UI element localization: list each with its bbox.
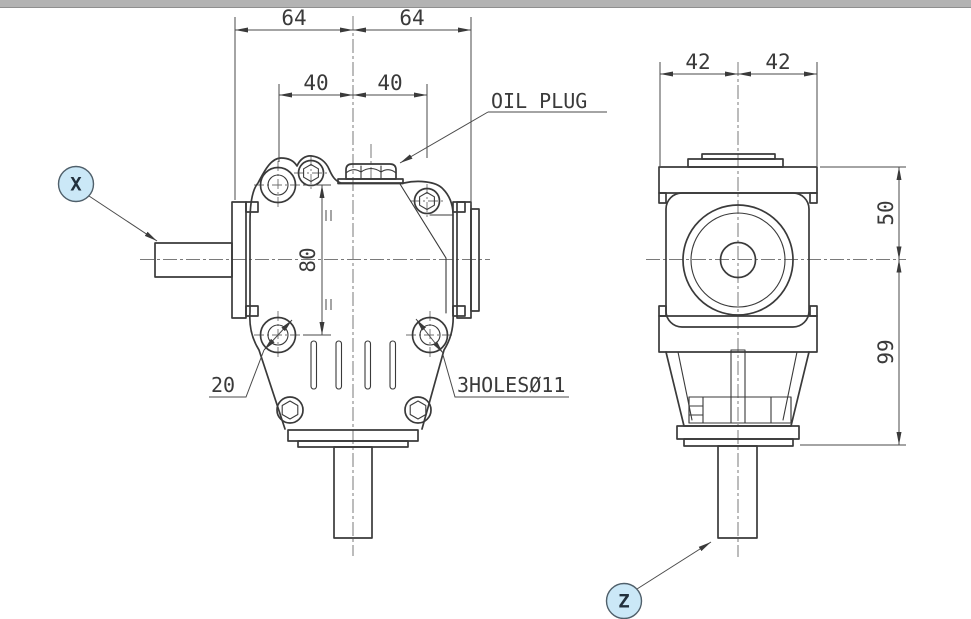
dimensions: 64 64 40 40 80 20 3HOLESØ11 OIL PLUG — [209, 6, 906, 446]
dim-50-text: 50 — [874, 200, 898, 225]
dim-80-text: 80 — [296, 247, 320, 272]
hex-bolt-bottom-right — [404, 396, 432, 424]
hole-bottom-right-diameter-arrow — [415, 318, 444, 354]
front-view — [140, 16, 490, 556]
side-top-band-tab-right — [809, 192, 818, 204]
holes-note-leader — [442, 354, 569, 398]
fin-slot — [389, 340, 397, 390]
dim-50-99-extension-lines — [800, 166, 906, 446]
hole-top-left-outer — [259, 166, 297, 204]
oil-plug-text: OIL PLUG — [491, 89, 587, 113]
clamp-left-cap — [688, 396, 704, 424]
bolt-top-right-crosshair — [410, 184, 444, 218]
dim-20-text: 20 — [211, 373, 235, 397]
dim-20-leader — [209, 349, 265, 398]
hole-bottom-left-diameter-arrow — [263, 319, 293, 351]
bolt-hex — [303, 163, 319, 183]
body-corner-tabs — [245, 201, 466, 317]
bearing-bore-inner — [690, 212, 786, 308]
holes-note-text: 3HOLESØ11 — [457, 373, 565, 397]
fin-slot — [364, 340, 372, 390]
dim-40-right-text: 40 — [377, 71, 402, 95]
dim-80-extension-lines — [303, 184, 331, 336]
internal-casting-edge — [399, 183, 447, 314]
dim-64-extension-lines — [234, 17, 472, 205]
side-oil-plug-plate — [687, 158, 784, 168]
oil-plug-nut — [345, 163, 397, 180]
bolt-hex — [409, 400, 427, 420]
bolt-hex — [419, 191, 435, 211]
side-skirt-inner-walls — [677, 351, 798, 421]
side-output-shaft — [717, 445, 758, 539]
bolt-top-left-crosshair — [294, 156, 328, 190]
balloon-z: Z — [605, 541, 712, 619]
right-bearing-cap — [470, 208, 480, 312]
oil-plug — [337, 163, 404, 185]
front-output-shaft — [333, 446, 373, 539]
clamp-left-cap-lines — [688, 405, 704, 416]
dim-42-extension-lines — [659, 62, 818, 166]
balloon-x-leader — [88, 195, 158, 242]
dim-42-left-text: 42 — [685, 50, 710, 74]
side-bottom-band — [658, 315, 818, 353]
bolt-circle — [276, 396, 304, 424]
hex-bolt-top-right — [413, 187, 441, 215]
front-centerlines — [140, 16, 490, 556]
bearing-bore-outer — [682, 204, 794, 316]
balloon-z-text: Z — [618, 591, 629, 613]
hole-bottom-left-outer — [259, 316, 297, 354]
cooling-fins — [310, 340, 397, 390]
hex-bolt-bottom-left — [276, 396, 304, 424]
clamp-right-cap — [770, 396, 792, 424]
shaft-end-circle — [719, 241, 757, 279]
housing-outline — [248, 155, 455, 430]
top-gray-bar — [0, 0, 971, 8]
side-body — [665, 192, 810, 328]
dim-40-left-text: 40 — [303, 71, 328, 95]
fin-slot — [310, 340, 318, 390]
oil-plug-nut-facets — [345, 165, 397, 180]
left-bearing-flange — [231, 201, 247, 319]
side-top-band-tab-left — [658, 192, 667, 204]
side-clamp-assembly — [688, 349, 792, 424]
balloon-z-leader — [636, 541, 712, 590]
hole-top-left-crosshair — [254, 161, 302, 209]
clamp-cross-bar — [688, 396, 792, 424]
side-view — [646, 62, 906, 557]
bolt-circle — [413, 187, 441, 215]
side-bottom-band-tab-right — [809, 305, 818, 317]
dim-64-left-text: 64 — [281, 6, 306, 30]
side-bottom-band-tab-left — [658, 305, 667, 317]
side-centerlines — [646, 62, 906, 557]
dim-64-right-text: 64 — [399, 6, 424, 30]
side-oil-plug-raised — [701, 153, 776, 160]
hole-top-left — [267, 174, 289, 196]
dim-99-text: 99 — [874, 339, 898, 364]
bolt-hex — [281, 400, 299, 420]
bolt-circle — [404, 396, 432, 424]
oil-plug-leader — [399, 111, 489, 164]
fin-slot — [335, 340, 343, 390]
balloon-x-circle — [57, 165, 95, 203]
equal-distance-ticks — [325, 210, 332, 310]
dim-42-right-text: 42 — [765, 50, 790, 74]
balloon-x: X — [57, 165, 158, 242]
balloon-x-text: X — [70, 174, 82, 196]
